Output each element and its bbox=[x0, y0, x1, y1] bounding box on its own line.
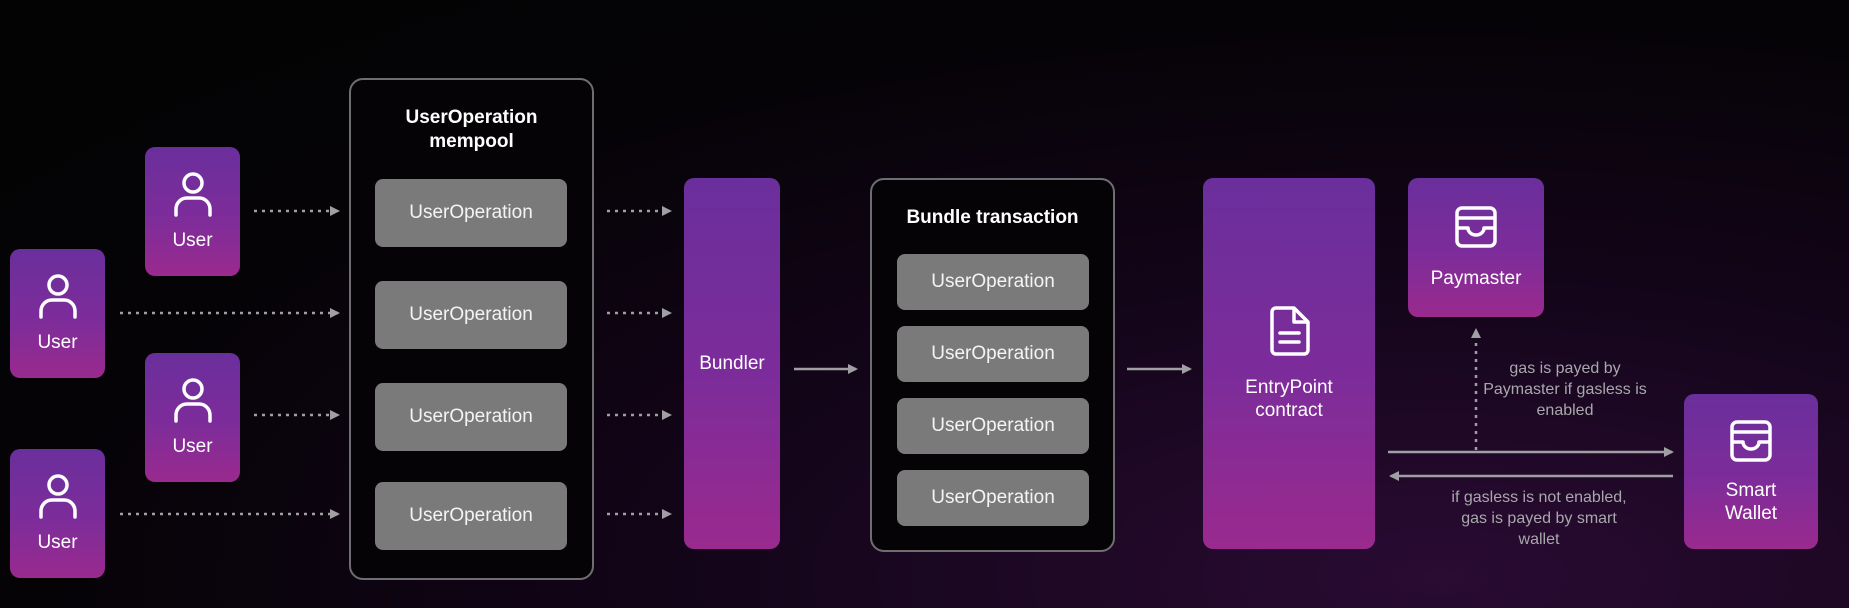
document-icon bbox=[1270, 305, 1310, 356]
user-icon bbox=[173, 172, 212, 217]
bundle-user-operation: UserOperation bbox=[897, 254, 1089, 310]
bundle-transaction-panel: Bundle transaction UserOperation UserOpe… bbox=[870, 178, 1115, 552]
paymaster-label: Paymaster bbox=[1430, 268, 1522, 289]
paymaster-block: Paymaster bbox=[1408, 178, 1544, 317]
user-label: User bbox=[172, 436, 213, 457]
smart-wallet-block: Smart Wallet bbox=[1684, 394, 1818, 549]
user-card: User bbox=[10, 449, 105, 578]
user-label: User bbox=[37, 332, 78, 353]
user-icon bbox=[38, 474, 77, 519]
bundler-label: Bundler bbox=[699, 353, 765, 374]
entrypoint-label: EntryPoint contract bbox=[1245, 376, 1333, 421]
mempool-user-operation: UserOperation bbox=[375, 383, 567, 451]
mempool-panel: UserOperation mempool UserOperation User… bbox=[349, 78, 594, 580]
bundler-block: Bundler bbox=[684, 178, 780, 549]
paymaster-gas-note: gas is payed by Paymaster if gasless is … bbox=[1483, 360, 1647, 419]
mempool-user-operation: UserOperation bbox=[375, 281, 567, 349]
smart-wallet-label: Smart Wallet bbox=[1724, 479, 1778, 524]
mempool-user-operation: UserOperation bbox=[375, 179, 567, 247]
bundle-user-operation: UserOperation bbox=[897, 398, 1089, 454]
mempool-user-operation: UserOperation bbox=[375, 482, 567, 550]
bundle-user-operation: UserOperation bbox=[897, 326, 1089, 382]
smart-wallet-gas-note: if gasless is not enabled, gas is payed … bbox=[1451, 489, 1627, 548]
bundle-user-operation: UserOperation bbox=[897, 470, 1089, 526]
entrypoint-block: EntryPoint contract bbox=[1203, 178, 1375, 549]
user-card: User bbox=[145, 147, 240, 276]
user-card: User bbox=[10, 249, 105, 378]
mempool-title: UserOperation mempool bbox=[405, 107, 538, 152]
bundle-transaction-title: Bundle transaction bbox=[906, 207, 1079, 228]
user-label: User bbox=[172, 230, 213, 251]
wallet-icon bbox=[1455, 206, 1497, 248]
user-icon bbox=[38, 274, 77, 319]
user-card: User bbox=[145, 353, 240, 482]
user-label: User bbox=[37, 532, 78, 553]
wallet-icon bbox=[1730, 419, 1772, 462]
user-icon bbox=[173, 378, 212, 423]
